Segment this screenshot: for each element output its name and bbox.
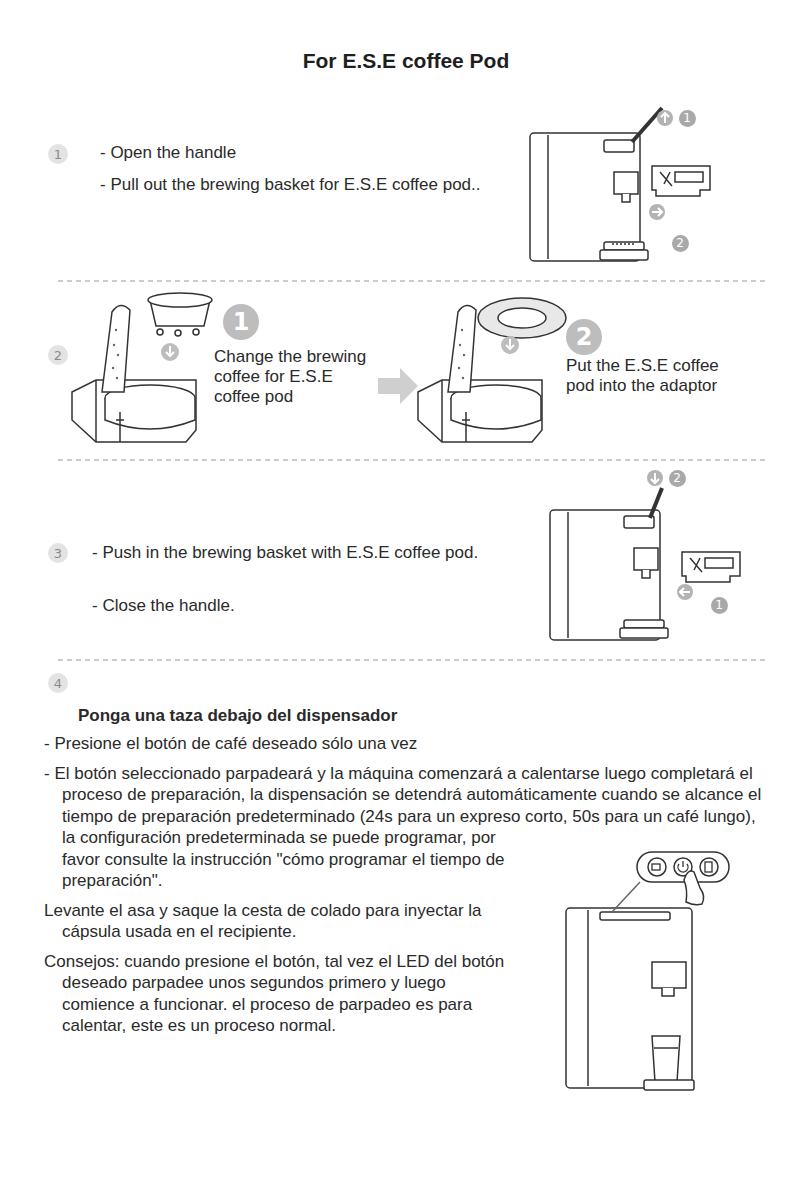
coffee-machine — [566, 852, 729, 1090]
callout-number: 2 — [672, 235, 689, 252]
process-arrow — [378, 368, 418, 404]
step-text: - Open the handle — [100, 142, 518, 163]
coffee-machine — [550, 488, 740, 640]
step-number: 4 — [48, 673, 68, 693]
step-caption: Change the brewing coffee for E.S.E coff… — [214, 347, 379, 407]
page-title: For E.S.E coffee Pod — [0, 50, 812, 71]
callout-number-text: 1 — [683, 111, 691, 125]
step-caption: Put the E.S.E coffee pod into the adapto… — [566, 356, 736, 396]
callout-number: 2 — [566, 319, 602, 355]
step-text: - Push in the brewing basket with E.S.E … — [92, 542, 530, 563]
callout-number-text: 2 — [676, 236, 684, 250]
callout-number: 1 — [679, 110, 696, 127]
step-text: - Close the handle. — [92, 595, 530, 616]
callout-number-text: 1 — [715, 598, 723, 612]
step-number: 2 — [48, 345, 68, 365]
float-spacer — [516, 829, 768, 1129]
step-number-text: 3 — [54, 546, 62, 561]
callout-number: 2 — [669, 470, 686, 487]
callout-number: 1 — [711, 597, 728, 614]
button-icons — [652, 861, 712, 872]
step-number: 3 — [48, 543, 68, 563]
callout-number-text: 2 — [576, 323, 593, 351]
coffee-machine — [530, 108, 710, 261]
callout-number: 1 — [223, 304, 259, 340]
step-text: - Pull out the brewing basket for E.S.E … — [100, 174, 518, 195]
paragraph: Levante el asa y saque la cesta de colad… — [44, 900, 768, 943]
brewing-basket — [72, 293, 566, 442]
text-flow: - Presione el botón de café deseado sólo… — [44, 733, 768, 1129]
paragraph: - Presione el botón de café deseado sólo… — [44, 733, 768, 755]
callout-number-text: 2 — [673, 471, 681, 485]
paragraph: Consejos: cuando presione el botón, tal … — [44, 951, 768, 1037]
separator — [58, 281, 768, 660]
step-number-text: 2 — [54, 348, 62, 363]
step-number: 1 — [48, 144, 68, 164]
callout-number-text: 1 — [233, 308, 250, 336]
step-number-text: 4 — [54, 676, 62, 691]
paragraph: - El botón seleccionado parpadeará y la … — [44, 763, 768, 892]
step-heading: Ponga una taza debajo del dispensador — [78, 705, 578, 726]
step-number-text: 1 — [54, 147, 62, 162]
